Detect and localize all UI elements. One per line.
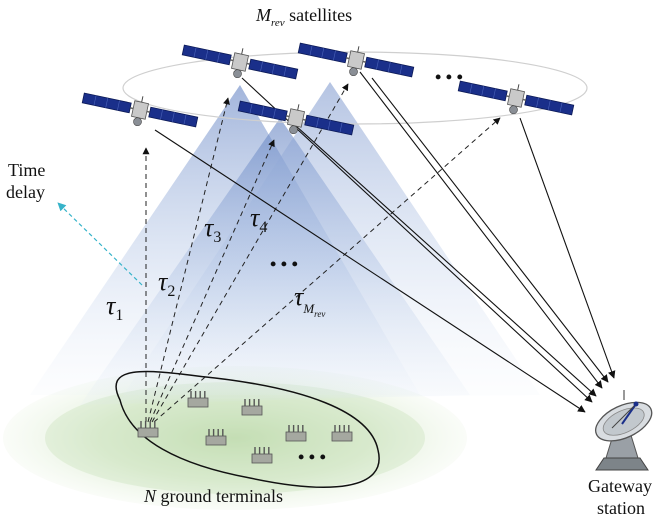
ground-terminal-icon xyxy=(187,391,209,408)
downlink-lines xyxy=(154,71,616,413)
orbit-ellipsis: • • • xyxy=(435,67,463,87)
satellites-title: Mrev satellites xyxy=(255,5,352,29)
time-delay-arrow xyxy=(57,202,143,286)
beam-cone-right xyxy=(120,82,540,400)
tau-2: τ2 xyxy=(158,267,175,300)
tau-4: τ4 xyxy=(250,203,267,236)
terminal-cluster-boundary xyxy=(115,370,380,488)
ground-terminal-icon xyxy=(137,421,159,438)
ground-terminal-icon xyxy=(205,429,227,446)
gateway-label-2: station xyxy=(597,498,645,518)
satellite-icon xyxy=(457,80,575,116)
ground-terminals xyxy=(137,391,353,464)
title-rest: satellites xyxy=(285,5,352,25)
time-delay-label-2: delay xyxy=(6,182,45,202)
satellite-icon xyxy=(181,44,299,80)
tau-m-rev: τMrev xyxy=(294,282,325,319)
title-m: M xyxy=(255,5,272,25)
ground-n: N xyxy=(143,486,157,506)
ground-terminal-icon xyxy=(331,425,353,442)
tau-1: τ1 xyxy=(106,291,123,324)
satellites xyxy=(81,42,575,136)
ground-terminal-icon xyxy=(241,399,263,416)
satellite-icon xyxy=(237,100,355,136)
beam-ellipsis: • • • xyxy=(270,254,298,274)
tau-3: τ3 xyxy=(204,213,221,246)
gateway-label-1: Gateway xyxy=(588,476,652,496)
title-sub: rev xyxy=(271,17,285,29)
gateway-dish-icon xyxy=(595,390,653,471)
ground-terminal-icon xyxy=(251,447,273,464)
satellite-icon xyxy=(297,42,415,78)
ground-terminal-icon xyxy=(285,425,307,442)
terminal-ellipsis: • • • xyxy=(298,447,326,467)
satellite-icon xyxy=(81,92,199,128)
ground-terminals-label: N ground terminals xyxy=(143,486,283,506)
ground-rest: ground terminals xyxy=(156,486,283,506)
ground-coverage-inner xyxy=(45,382,425,494)
uplink-dashed-lines xyxy=(142,83,501,423)
time-delay-label-1: Time xyxy=(8,160,45,180)
